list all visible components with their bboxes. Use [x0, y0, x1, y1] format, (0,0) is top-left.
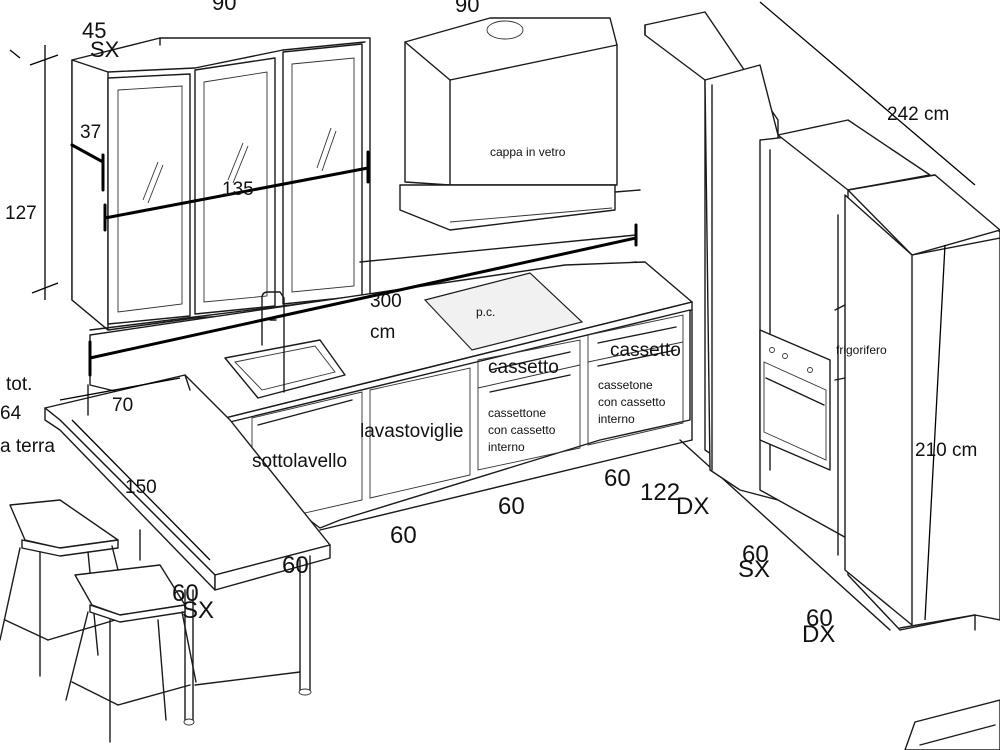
label-pen-60-a: 60 [282, 552, 309, 579]
stools [0, 499, 197, 743]
label-pen-60-b: 60 [172, 580, 199, 607]
label-base-60-b: 60 [498, 493, 525, 520]
label-a-terra: a terra [0, 436, 55, 457]
label-big-drawer-1-c: interno [488, 440, 525, 454]
wall-cabinets [71, 37, 371, 331]
label-col-sx: SX [738, 556, 770, 583]
label-64: 64 [0, 403, 22, 424]
label-135: 135 [222, 179, 254, 200]
label-tot: tot. [6, 374, 32, 395]
label-col-60-sx: 60 [742, 541, 769, 568]
label-col-60-dx: 60 [806, 605, 833, 632]
label-150: 150 [125, 477, 157, 498]
label-122: 122 [640, 479, 680, 506]
label-top-90-left: 90 [212, 0, 236, 15]
label-hob: p.c. [476, 305, 495, 319]
label-210: 210 cm [915, 440, 977, 461]
label-col-dx: DX [802, 621, 835, 648]
label-base-60-a: 60 [390, 522, 417, 549]
label-big-drawer-2-c: interno [598, 412, 635, 426]
label-70: 70 [112, 395, 133, 416]
label-45: 45 [82, 18, 106, 43]
label-under-sink: sottolavello [252, 451, 347, 472]
tall-columns [644, 11, 1000, 631]
labels: 90 90 45 SX 37 127 135 cappa in vetro 24… [0, 0, 977, 648]
label-big-drawer-1-b: con cassetto [488, 423, 556, 437]
label-big-drawer-1-a: cassettone [488, 406, 546, 420]
peninsula [44, 374, 331, 726]
label-dishwasher: lavastoviglie [360, 421, 464, 442]
dimension-lines [9, 1, 976, 621]
label-drawer-2: cassetto [610, 340, 681, 361]
glass-hood [399, 17, 641, 231]
label-dx: DX [676, 493, 709, 520]
label-base-60-c: 60 [604, 465, 631, 492]
label-top-90-right: 90 [455, 0, 479, 17]
base-units [89, 261, 891, 631]
label-242: 242 cm [887, 104, 949, 125]
label-big-drawer-2-b: con cassetto [598, 395, 666, 409]
label-300: 300 [370, 291, 402, 312]
label-big-drawer-2-a: cassetone [598, 378, 653, 392]
label-300-cm: cm [370, 322, 395, 343]
label-hood: cappa in vetro [490, 145, 566, 159]
label-37: 37 [80, 122, 101, 143]
label-pen-sx: SX [182, 597, 214, 624]
label-sx-top: SX [90, 37, 120, 62]
label-fridge: frigorifero [836, 343, 887, 357]
label-drawer-1: cassetto [488, 357, 559, 378]
label-127: 127 [5, 203, 37, 224]
